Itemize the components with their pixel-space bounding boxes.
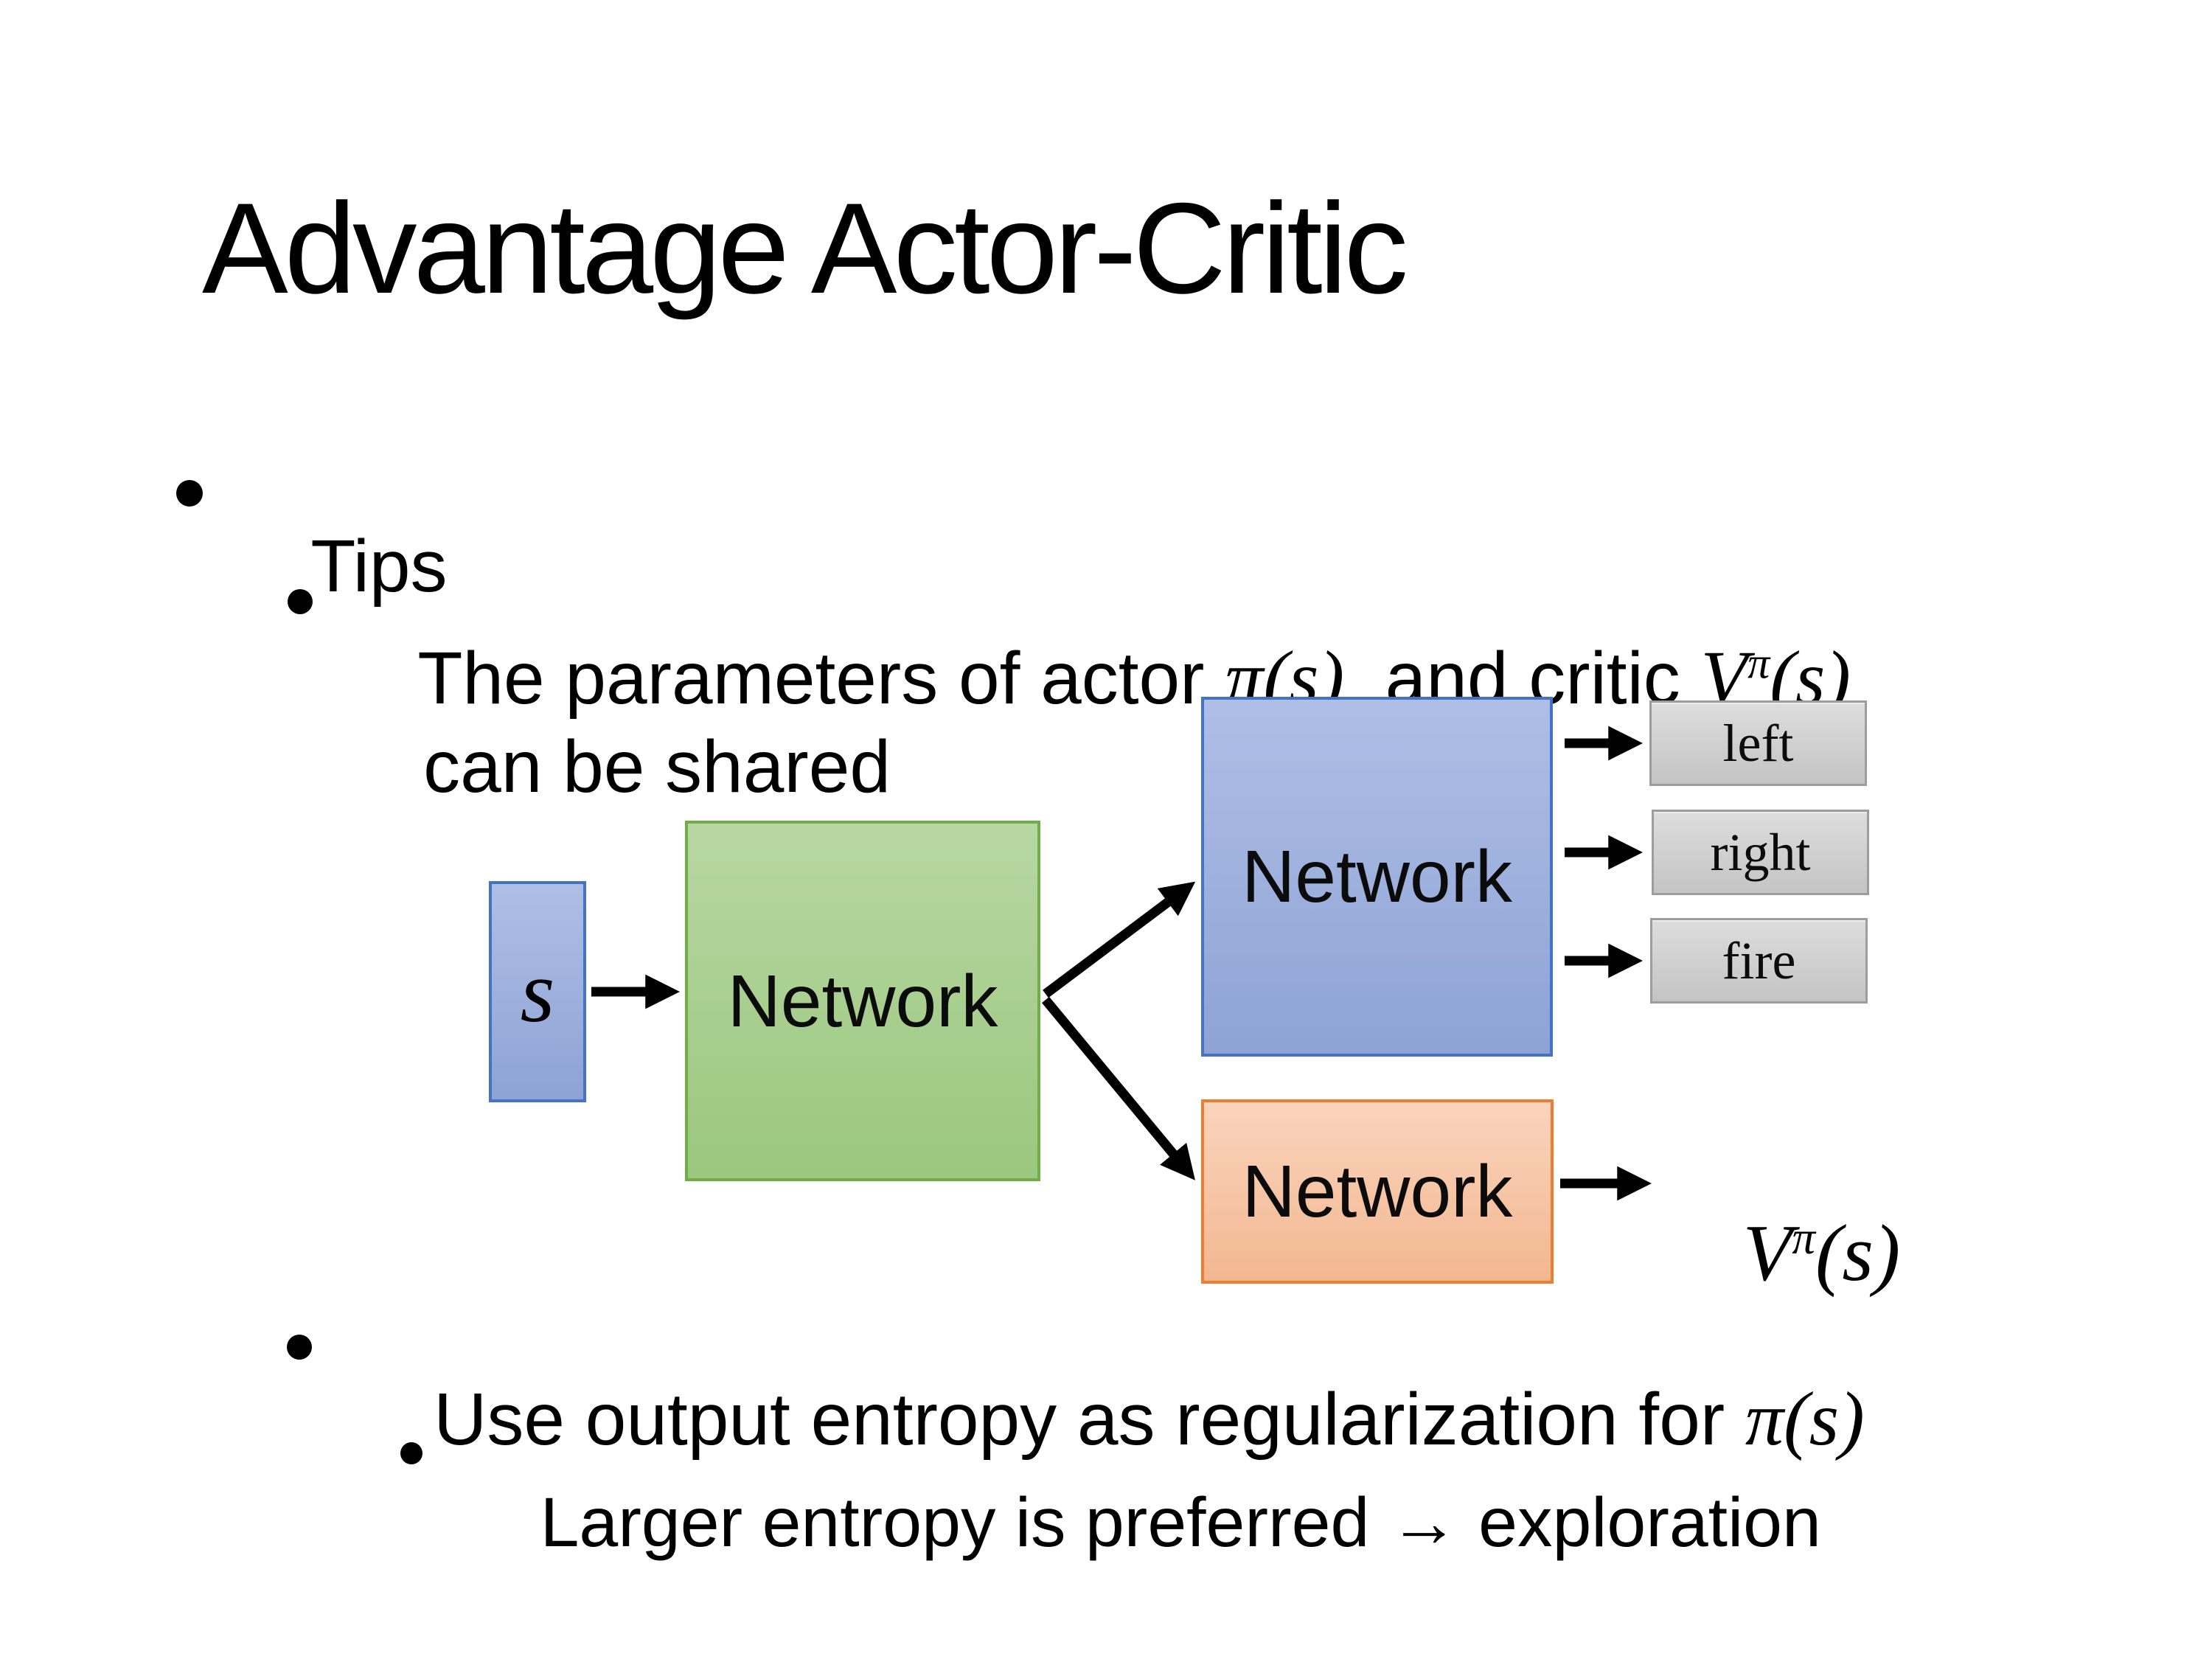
slide-title: Advantage Actor-Critic [202,177,1408,321]
critic-output-sup-pi: π [1792,1212,1815,1264]
action-label-right: right [1710,823,1811,882]
critic-network-label: Network [1242,1150,1513,1233]
critic-output-label: Vπ(s) [1657,1138,1900,1370]
params-text-1: The parameters of actor [417,637,1225,720]
params-text-3: can be shared [423,726,891,808]
entropy-math-pi-s: π(s) [1745,1377,1865,1461]
bullet-dot-params [288,589,313,614]
shared-network-box: Network [685,821,1040,1181]
bullet-params-line2: can be shared [341,656,891,877]
arrow-shared-to-actor [1043,881,1196,998]
shared-network-label: Network [727,959,998,1043]
bullet-exploration: Larger entropy is preferred → exploratio… [462,1418,1821,1628]
bullet-tips: Tips [230,456,448,677]
bullet-tips-label: Tips [310,525,448,608]
action-box-right: right [1652,810,1869,895]
entropy-text: Use output entropy as regularization for [434,1378,1745,1461]
critic-network-box: Network [1201,1099,1554,1284]
actor-network-label: Network [1242,835,1512,918]
arrow-shared-to-critic [1041,996,1195,1180]
bullet-dot-exploration [400,1442,422,1464]
critic-output-args: (s) [1815,1208,1901,1298]
bullet-dot-entropy [287,1335,312,1360]
bullet-entropy: Use output entropy as regularization for… [352,1309,1865,1530]
action-label-fire: fire [1722,931,1796,990]
math-v-sup-pi: π [1747,639,1770,688]
state-box: s [489,881,586,1102]
actor-network-box: Network [1201,697,1553,1057]
action-label-left: left [1722,714,1794,773]
bullet-dot-tips [176,480,203,507]
critic-output-v: V [1742,1208,1792,1298]
exploration-text: Larger entropy is preferred → exploratio… [540,1484,1821,1562]
action-box-fire: fire [1650,918,1868,1004]
bullet-params-line1: The parameters of actor π(s) and critic … [337,568,1851,789]
action-box-left: left [1649,700,1867,786]
